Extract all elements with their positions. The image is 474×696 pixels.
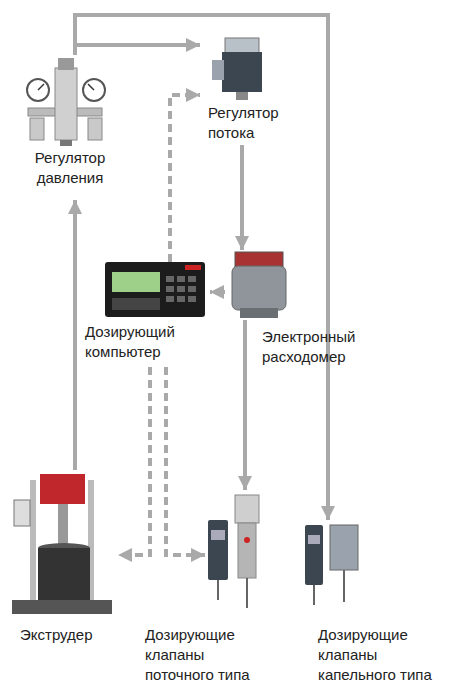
equipment-node: Дозирующий компьютер [85,262,210,367]
flow-connector [75,15,328,520]
equipment-node: Дозирующие клапаны поточного типа [205,490,270,612]
equipment-node: Дозирующие клапаны капельного типа [300,520,365,612]
drip-valve-illustration [305,525,358,605]
equipment-label: Экструдер [20,625,120,645]
signal-connector [118,367,150,555]
equipment-node: Регулятор давления [10,55,130,200]
signal-connector [210,290,225,294]
dosing-computer-illustration [105,262,205,317]
signal-connector [170,95,200,262]
pressure-regulator-illustration [27,58,105,146]
flow-connector [240,145,244,250]
equipment-label: Регулятор потока [208,103,300,143]
equipment-label: Регулятор давления [10,148,130,188]
equipment-label: Дозирующие клапаны капельного типа [318,625,448,685]
flow-connector [75,45,200,55]
flow-valve-illustration [208,495,259,608]
extruder-illustration [12,474,112,614]
equipment-node: Экструдер [8,470,118,620]
equipment-node: Электронный расходомер [225,250,292,320]
equipment-node: Регулятор потока [200,35,300,145]
equipment-label: Дозирующие клапаны поточного типа [145,625,270,685]
equipment-label: Дозирующий компьютер [85,322,210,362]
flow-connector [243,320,247,490]
equipment-label: Электронный расходомер [262,327,374,367]
flow-regulator-illustration [212,38,262,100]
signal-connector [166,367,205,555]
flow-connector [73,200,77,470]
flowmeter-illustration [232,252,286,318]
